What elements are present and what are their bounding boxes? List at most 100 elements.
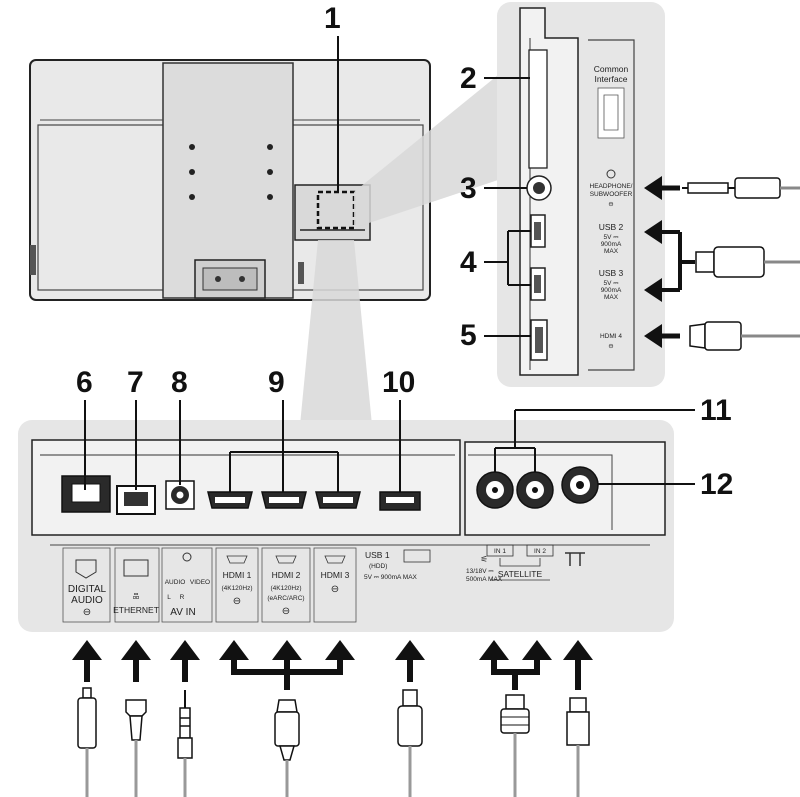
callout-2: 2 <box>460 62 477 95</box>
hdmi2-label: HDMI 2 <box>272 570 301 580</box>
ci-label-2: Interface <box>594 74 627 84</box>
arrow-hdmi3 <box>325 640 355 660</box>
audio-label: AUDIO <box>165 579 186 586</box>
svg-text:⊖: ⊖ <box>83 607 91 618</box>
callout-4: 4 <box>460 246 477 279</box>
l-label: L <box>167 594 171 601</box>
hdmi1-label: HDMI 1 <box>223 570 252 580</box>
hdmi1-port[interactable] <box>207 491 253 509</box>
arrow-usb2 <box>644 220 662 244</box>
common-interface-slot[interactable] <box>528 49 548 169</box>
in1-label: IN 1 <box>494 548 506 555</box>
tv-back-view <box>29 59 431 301</box>
usb2-spec-3: MAX <box>604 248 619 255</box>
hdmi1-sub-label: (4K120Hz) <box>221 585 252 592</box>
callout-1: 1 <box>324 2 341 35</box>
hdmi-plug-icon-side <box>704 321 742 351</box>
highlight-box <box>316 190 356 230</box>
arrow-digital-audio <box>72 640 102 660</box>
usb2-spec-1: 5V ⎓ <box>604 234 619 241</box>
ci-label-1: Common <box>594 64 629 74</box>
usb1-spec-label: 5V ⎓ 900mA MAX <box>364 574 418 581</box>
sat-spec-1: 13/18V ⎓ <box>466 568 494 575</box>
arrow-headphone <box>644 176 662 200</box>
hdmi3-icon <box>324 555 346 564</box>
usb-plug-icon-bottom <box>397 689 423 797</box>
headphone-label-2: SUBWOOFER <box>590 191 633 198</box>
arrow-sat-in1 <box>479 640 509 660</box>
satellite-plug-icon <box>500 694 530 797</box>
usb1-port[interactable] <box>379 491 421 511</box>
svg-text:⊖: ⊖ <box>233 596 241 607</box>
zoom-wedge-bottom <box>300 240 372 425</box>
digital-audio-label-1: DIGITAL <box>68 584 107 595</box>
arrow-ethernet <box>121 640 151 660</box>
sat-spec-2: 500mA MAX <box>466 576 503 583</box>
antenna-plug-icon <box>566 697 590 797</box>
usb3-label: USB 3 <box>599 268 624 278</box>
ci-card-icon <box>597 87 625 139</box>
video-label: VIDEO <box>190 579 210 586</box>
hdmi3-port[interactable] <box>315 491 361 509</box>
ethernet-label: ETHERNET <box>113 605 159 615</box>
svg-text:⊖: ⊖ <box>608 201 613 208</box>
arrow-av-in <box>170 640 200 660</box>
callout-7: 7 <box>127 366 144 399</box>
hdmi4-label: HDMI 4 <box>600 333 622 340</box>
arrow-antenna <box>563 640 593 660</box>
callout-5: 5 <box>460 319 477 352</box>
headphone-plug-icon <box>734 177 781 199</box>
svg-text:品: 品 <box>133 592 140 600</box>
arrow-usb1 <box>395 640 425 660</box>
usb-plug-icon <box>713 246 765 278</box>
hdmi2-sub-label-1: (4K120Hz) <box>270 585 301 592</box>
callout-8: 8 <box>171 366 188 399</box>
in2-label: IN 2 <box>534 548 546 555</box>
callout-10: 10 <box>382 366 415 399</box>
antenna-connector[interactable] <box>561 466 599 504</box>
usb3-spec-3: MAX <box>604 294 619 301</box>
satellite-in1-connector[interactable] <box>476 471 514 509</box>
optical-icon <box>75 559 97 579</box>
hdmi2-icon <box>275 555 297 564</box>
antenna-icon <box>565 552 585 566</box>
av-icon <box>182 552 192 562</box>
arrow-hdmi1 <box>219 640 249 660</box>
vesa-holes <box>189 144 273 200</box>
callout-11: 11 <box>700 394 732 427</box>
usb1-label: USB 1 <box>365 550 390 560</box>
arrow-hdmi2 <box>272 640 302 660</box>
hdmi1-icon <box>226 555 248 564</box>
av-in-label: AV IN <box>170 607 195 618</box>
callout-3: 3 <box>460 172 477 205</box>
hdmi2-sub-label-2: (eARC/ARC) <box>267 595 304 602</box>
side-cables <box>644 176 800 351</box>
lan-icon <box>123 559 149 577</box>
hdmi2-port[interactable] <box>261 491 307 509</box>
zoom-wedge-side <box>354 75 498 228</box>
callout-6: 6 <box>76 366 93 399</box>
hdmi3-label: HDMI 3 <box>321 570 350 580</box>
hdmi-plug-icon <box>274 699 300 797</box>
headphone-icon <box>606 169 616 179</box>
svg-text:⊖: ⊖ <box>331 584 339 595</box>
arrow-sat-in2 <box>522 640 552 660</box>
lnb-icon: ⚟ <box>480 554 488 564</box>
bottom-terminal-panel: DIGITAL AUDIO ⊖ 品 ETHERNET AUDIO VIDEO L… <box>18 420 674 632</box>
arrow-hdmi4 <box>644 324 662 348</box>
bottom-cables <box>72 640 593 797</box>
usb1-icon <box>403 549 431 563</box>
usb2-spec-2: 900mA <box>601 241 622 248</box>
svg-text:⊖: ⊖ <box>608 343 613 350</box>
av-plug-icon <box>177 690 193 797</box>
r-label: R <box>180 594 185 601</box>
digital-audio-label-2: AUDIO <box>71 595 103 606</box>
headphone-label-1: HEADPHONE/ <box>590 183 633 190</box>
usb3-spec-2: 900mA <box>601 287 622 294</box>
usb3-spec-1: 5V ⎓ <box>604 280 619 287</box>
satellite-in2-connector[interactable] <box>516 471 554 509</box>
callout-12: 12 <box>700 468 733 501</box>
svg-text:⊖: ⊖ <box>282 606 290 617</box>
